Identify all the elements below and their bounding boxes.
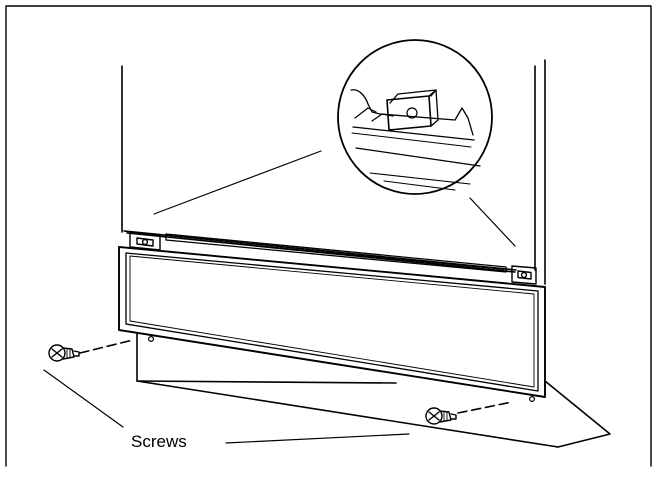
figure-frame (5, 5, 652, 467)
detail-leader-left (153, 150, 322, 215)
right-bracket (511, 265, 537, 285)
screw-right-path (457, 401, 513, 414)
screws-callout-label: Screws (131, 432, 187, 451)
screw-left (48, 344, 80, 362)
toe-strip (165, 233, 507, 273)
detail-leader-right (469, 197, 516, 247)
screw-left-path (79, 339, 134, 354)
callout-leader-left (43, 369, 124, 428)
base-panel (136, 333, 611, 448)
detail-magnifier (337, 39, 493, 195)
kickplate-grille (118, 246, 546, 398)
callout-leader-right (225, 433, 410, 444)
screw-right (425, 407, 457, 425)
